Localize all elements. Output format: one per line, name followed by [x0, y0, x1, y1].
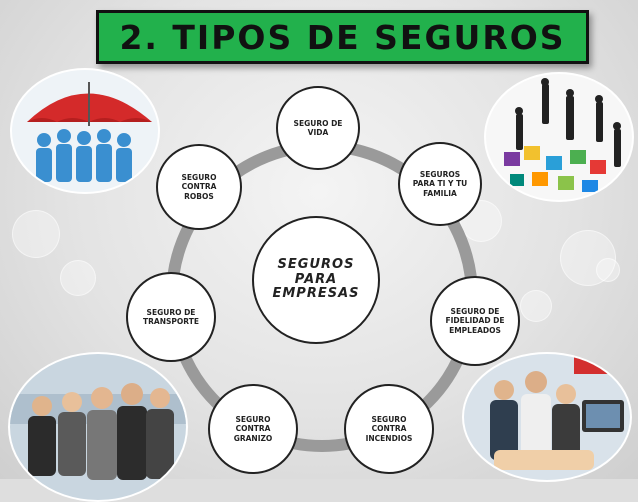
node-seguro-de-vida: SEGURO DE VIDA — [276, 86, 360, 170]
business-team-icon — [10, 383, 186, 480]
node-seguro-transporte: SEGURO DE TRANSPORTE — [126, 272, 216, 362]
bokeh-circle — [12, 210, 60, 258]
business-meeting-photo — [8, 352, 188, 502]
puzzle-people-photo — [484, 72, 634, 202]
slide-title: 2. TIPOS DE SEGUROS — [119, 17, 566, 57]
center-node: SEGUROS PARA EMPRESAS — [252, 216, 380, 344]
bokeh-circle — [596, 258, 620, 282]
node-contra-granizo: SEGURO CONTRA GRANIZO — [208, 384, 298, 474]
umbrella-people-photo — [10, 68, 160, 194]
node-contra-incendios: SEGURO CONTRA INCENDIOS — [344, 384, 434, 474]
office-team-photo — [462, 352, 632, 482]
node-contra-robos: SEGURO CONTRA ROBOS — [156, 144, 242, 230]
bokeh-circle — [60, 260, 96, 296]
title-banner: 2. TIPOS DE SEGUROS — [96, 10, 589, 64]
bokeh-circle — [520, 290, 552, 322]
node-fidelidad-empleados: SEGURO DE FIDELIDAD DE EMPLEADOS — [430, 276, 520, 366]
umbrella-people-icon — [27, 82, 152, 182]
node-seguros-familia: SEGUROS PARA TI Y TU FAMILIA — [398, 142, 482, 226]
puzzle-people-icon — [504, 78, 621, 192]
office-team-icon — [490, 354, 630, 470]
